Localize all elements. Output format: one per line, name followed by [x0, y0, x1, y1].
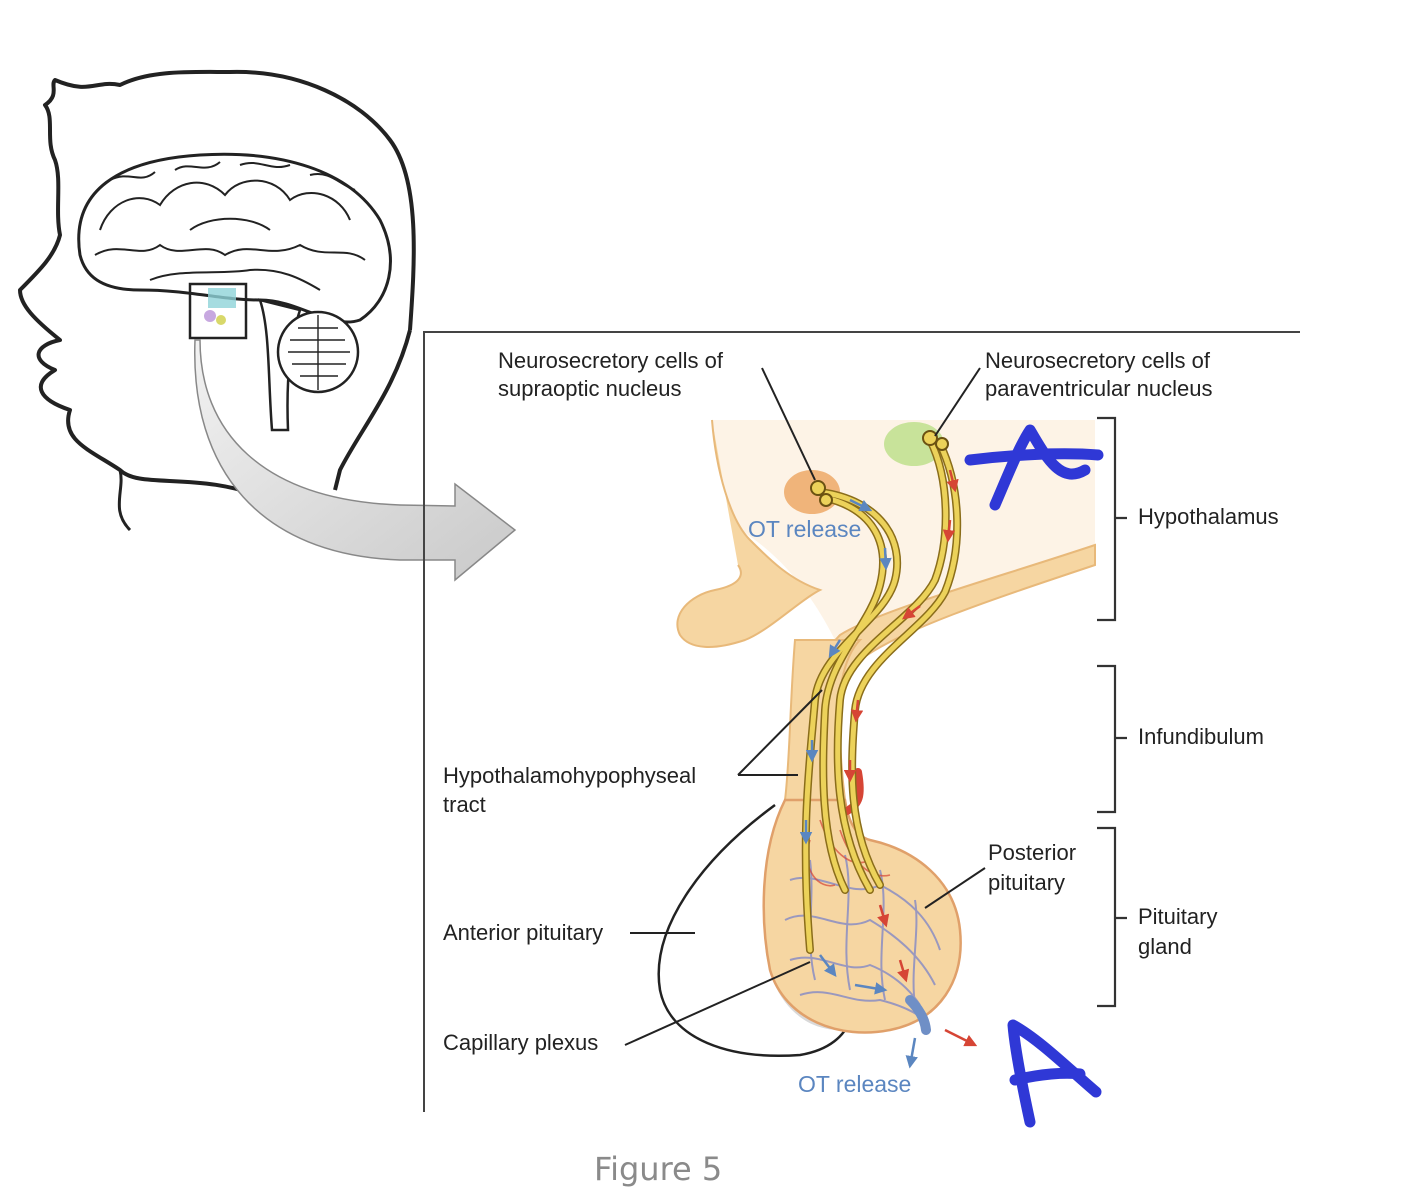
handwritten-a-mark-top — [964, 424, 1104, 511]
handwritten-a-mark-bottom — [1007, 1019, 1102, 1128]
infundibulum-label: Infundibulum — [1138, 724, 1264, 749]
hypothalamus-label: Hypothalamus — [1138, 504, 1279, 529]
capillary-plexus-label: Capillary plexus — [443, 1030, 598, 1055]
supraoptic-label: Neurosecretory cells of supraoptic nucle… — [498, 348, 729, 401]
anterior-pituitary-label: Anterior pituitary — [443, 920, 603, 945]
panel-frame — [423, 331, 1300, 1112]
zoom-box — [188, 282, 248, 340]
ot-release-top-label: OT release — [748, 516, 861, 542]
pituitary-gland-label: Pituitary gland — [1138, 904, 1224, 959]
leader-lines — [624, 367, 986, 1046]
region-brackets — [1097, 416, 1127, 1008]
large-curved-arrow — [194, 339, 517, 582]
head-silhouette-icon — [18, 69, 416, 532]
figure-caption: Figure 5 — [594, 1150, 722, 1188]
hypothalamohypophyseal-axons — [801, 430, 962, 954]
hypothalamus-tissue — [676, 419, 1096, 741]
portal-outflow — [905, 995, 931, 1035]
posterior-pituitary-label: Posterior pituitary — [988, 840, 1082, 895]
paraventricular-label: Neurosecretory cells of paraventricular … — [985, 348, 1216, 401]
tract-label: Hypothalamohypophyseal tract — [443, 763, 702, 817]
red-hormone-arrows — [843, 469, 978, 1047]
artery-icon — [841, 768, 864, 816]
ot-release-bottom-label: OT release — [798, 1071, 911, 1097]
blue-hormone-arrows — [799, 498, 918, 1069]
brain-icon — [77, 152, 392, 432]
